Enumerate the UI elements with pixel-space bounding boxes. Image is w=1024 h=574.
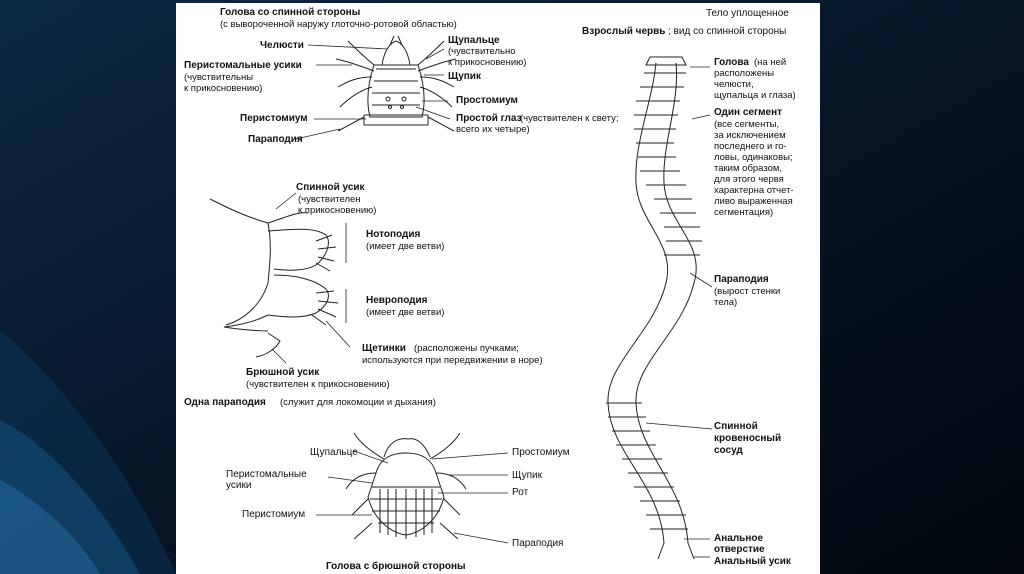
parapodium-label: Параподия <box>248 134 303 145</box>
peristomial-cirri-note-1: (чувствительны <box>184 72 254 83</box>
segment-note-3: последнего и го- <box>714 141 787 152</box>
ventral-peristomial-cirri-2: усики <box>226 480 252 491</box>
chaetae-label: Щетинки <box>362 343 406 354</box>
eye-note-2: всего их четыре) <box>456 124 530 135</box>
one-parapodium-caption-note: (служит для локомоции и дыхания) <box>280 397 436 408</box>
segment-note-2: за исключением <box>714 130 786 141</box>
eye-label: Простой глаз <box>456 113 522 124</box>
tentacle-note-2: к прикосновению) <box>448 57 527 68</box>
dorsal-cirrus-label: Спинной усик <box>296 182 365 193</box>
anus-label-1: Анальное <box>714 533 764 544</box>
peristomial-cirri-note-2: к прикосновению) <box>184 83 263 94</box>
anal-cirrus-label: Анальный усик <box>714 556 791 567</box>
peristomial-cirri-label: Перистомальные усики <box>184 60 302 71</box>
ventral-cirrus-label: Брюшной усик <box>246 367 320 378</box>
ventral-tentacle-label: Щупальце <box>310 447 358 458</box>
peristomium-label: Перистомиум <box>240 113 308 124</box>
dorsal-vessel-label-2: кровеносный <box>714 433 782 444</box>
diagram-slide: Голова со спинной стороны (с вывороченно… <box>176 3 820 574</box>
palp-label: Щупик <box>448 71 481 82</box>
dorsal-cirrus-note-2: к прикосновению) <box>298 205 377 216</box>
eye-note-1: (чувствителен к свету; <box>520 113 619 124</box>
neuropodium-label: Невроподия <box>366 295 428 306</box>
leader-lines <box>271 44 713 558</box>
worm-head-note-1: (на ней <box>754 57 787 68</box>
segment-note-7: характерна отчет- <box>714 185 794 196</box>
ventral-peristomial-cirri-1: Перистомальные <box>226 469 307 480</box>
prostomium-label: Простомиум <box>456 95 518 106</box>
ventral-mouth-label: Рот <box>512 487 529 498</box>
notopodium-note: (имеет две ветви) <box>366 241 445 252</box>
worm-head-note-3: челюсти, <box>714 79 754 90</box>
adult-worm-drawing <box>606 56 702 560</box>
parapodium-drawing <box>209 198 339 358</box>
tentacle-note-1: (чувствительно <box>448 46 516 57</box>
worm-head-label: Голова <box>714 57 749 68</box>
ventral-peristomium-label: Перистомиум <box>242 509 306 520</box>
ventral-head-caption: Голова с брюшной стороны <box>326 561 466 572</box>
worm-head-note-4: щупальца и глаза) <box>714 90 796 101</box>
dorsal-vessel-label-1: Спинной <box>714 421 758 432</box>
ventral-palp-label: Щупик <box>512 470 542 481</box>
worm-parapodium-label: Параподия <box>714 274 769 285</box>
diagram-drawings <box>209 35 713 560</box>
worm-parapodium-note-1: (вырост стенки <box>714 286 781 297</box>
adult-worm-title-note: ; вид со спинной стороны <box>668 26 787 37</box>
chaetae-note-1: (расположены пучками; <box>414 343 519 354</box>
dorsal-vessel-label-3: сосуд <box>714 445 743 456</box>
adult-worm-title: Взрослый червь <box>582 26 666 37</box>
tentacle-label: Щупальце <box>448 35 500 46</box>
body-flattened-note: Тело уплощенное <box>706 8 789 19</box>
one-parapodium-caption: Одна параподия <box>184 397 266 408</box>
ventral-cirrus-note: (чувствителен к прикосновению) <box>246 379 390 390</box>
dorsal-cirrus-note-1: (чувствителен <box>298 194 361 205</box>
notopodium-label: Нотоподия <box>366 229 421 240</box>
ventral-prostomium-label: Простомиум <box>512 447 570 458</box>
segment-note-4: ловы, одинаковы; <box>714 152 793 163</box>
neuropodium-note: (имеет две ветви) <box>366 307 445 318</box>
segment-label: Один сегмент <box>714 107 783 118</box>
worm-parapodium-note-2: тела) <box>714 297 738 308</box>
segment-note-6: для этого червя <box>714 174 784 185</box>
segment-note-9: сегментация) <box>714 207 774 218</box>
worm-head-note-2: расположены <box>714 68 775 79</box>
dorsal-head-drawing <box>335 35 457 132</box>
chaetae-note-2: используются при передвижении в норе) <box>362 355 543 366</box>
ventral-parapodium-label: Параподия <box>512 538 564 549</box>
dorsal-head-title: Голова со спинной стороны <box>220 7 361 18</box>
dorsal-head-subtitle: (с вывороченной наружу глоточно-ротовой … <box>220 19 457 30</box>
segment-note-1: (все сегменты, <box>714 119 780 130</box>
anus-label-2: отверстие <box>714 544 765 555</box>
segment-note-5: таким образом, <box>714 163 783 174</box>
segment-note-8: ливо выраженная <box>714 196 793 207</box>
ventral-head-drawing <box>345 432 467 540</box>
jaws-label: Челюсти <box>260 40 304 51</box>
